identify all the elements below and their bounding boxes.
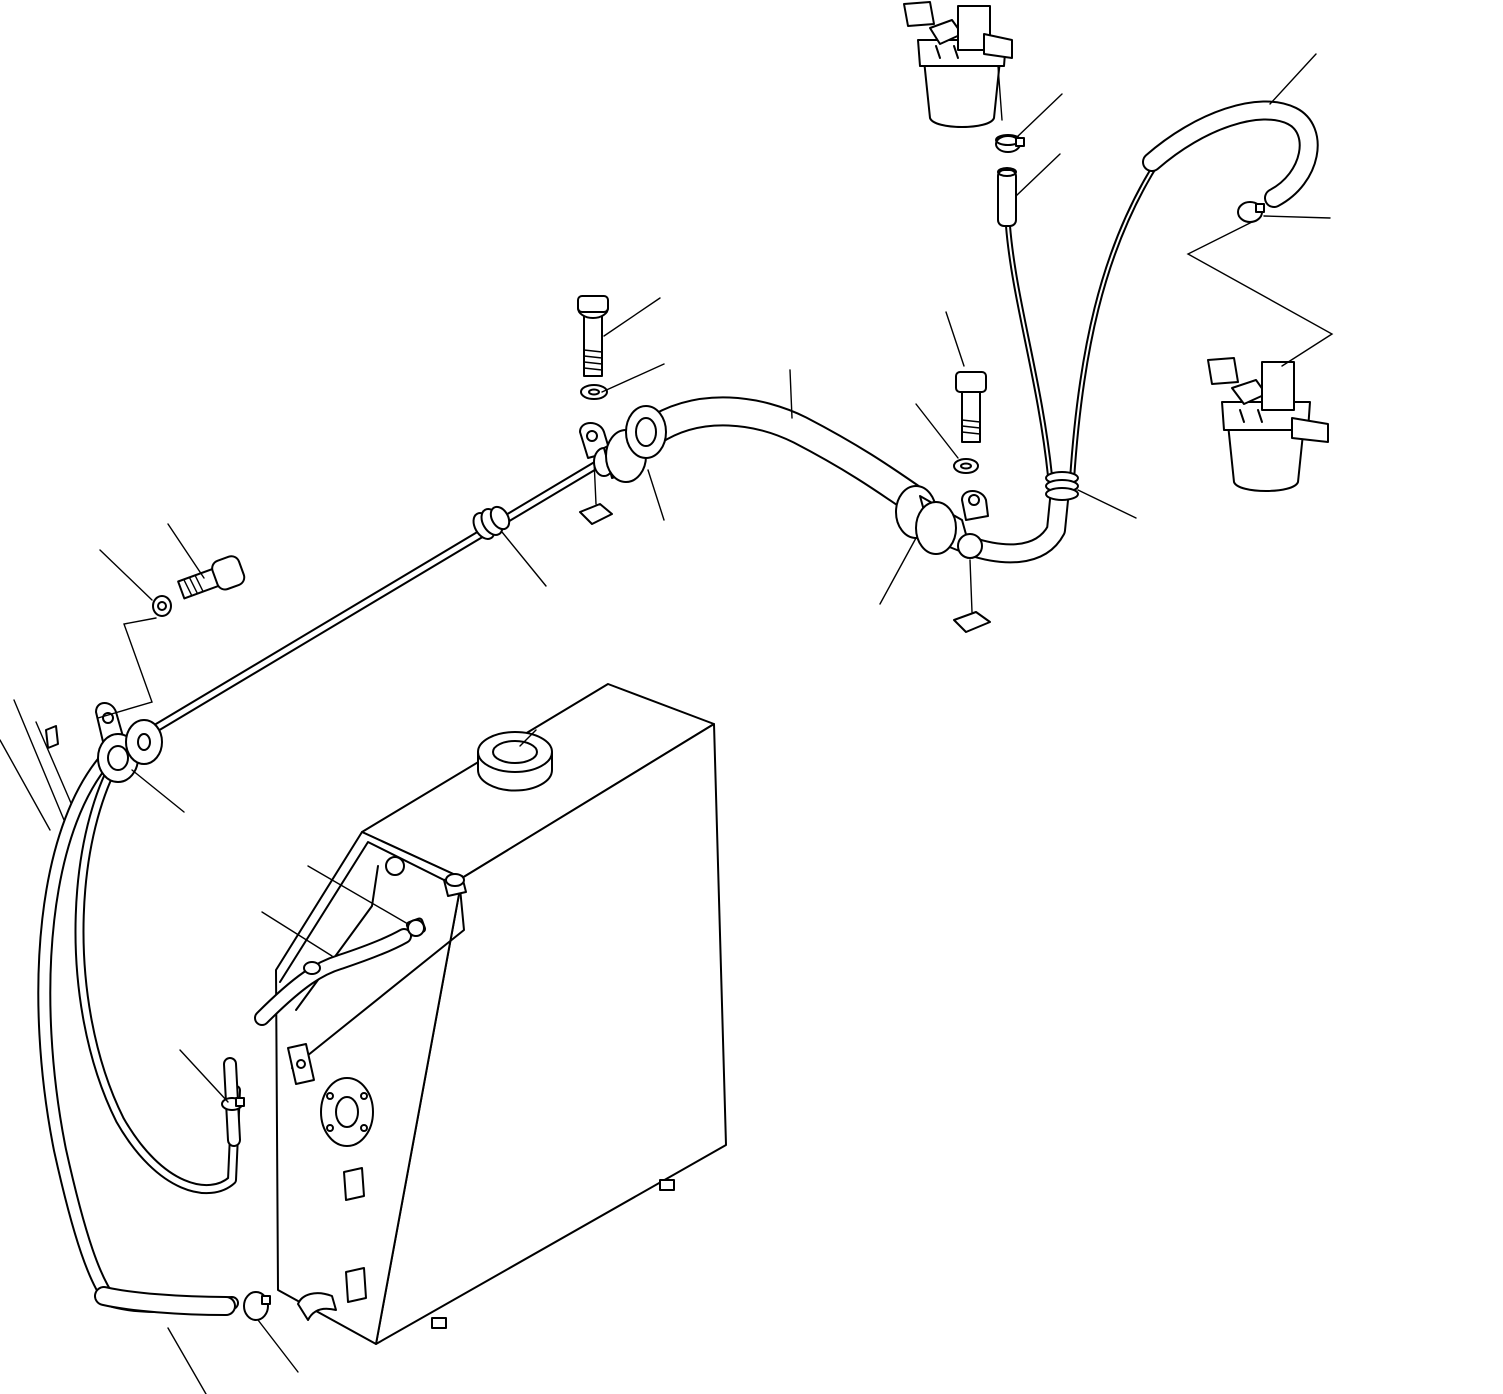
fuel-hose-main xyxy=(637,396,935,519)
fuel-filter-upper xyxy=(903,1,1013,128)
mounting-clamp-middle xyxy=(579,405,667,525)
frame-member xyxy=(0,699,75,831)
filter-connector-hose xyxy=(960,100,1319,564)
mounting-clamp-right xyxy=(895,485,991,633)
leader-lines xyxy=(97,53,1334,1394)
return-hose xyxy=(74,737,412,1316)
supply-hose xyxy=(37,741,239,1313)
pipe-grommet xyxy=(472,505,511,540)
washer xyxy=(152,384,979,617)
tank-fitting xyxy=(297,873,467,1321)
fuel-pipe xyxy=(141,453,613,739)
fuel-filter-lower xyxy=(1207,357,1329,492)
hose-clamp xyxy=(221,134,1265,1321)
pipe-grommet-right xyxy=(1045,471,1079,501)
mounting-clamp xyxy=(95,702,163,783)
filler-neck xyxy=(477,731,553,792)
clamp-bolt xyxy=(177,295,987,600)
